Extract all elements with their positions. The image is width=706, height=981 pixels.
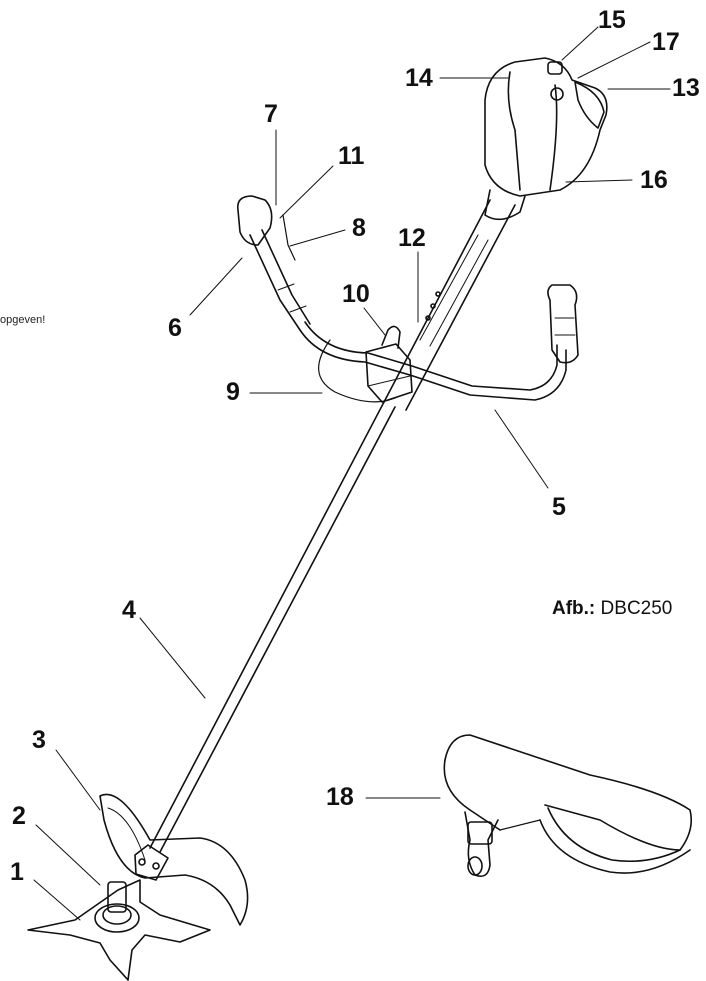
label-16: 16 bbox=[640, 166, 668, 194]
label-13: 13 bbox=[672, 74, 700, 102]
handlebar bbox=[299, 284, 579, 401]
label-1: 1 bbox=[10, 858, 24, 886]
label-5: 5 bbox=[552, 493, 566, 521]
upper-shaft bbox=[383, 199, 516, 411]
label-11: 11 bbox=[338, 142, 365, 170]
shoulder-harness bbox=[443, 734, 693, 878]
gear-head bbox=[134, 844, 169, 881]
handle-clamp bbox=[365, 325, 413, 403]
label-4: 4 bbox=[122, 596, 136, 624]
label-17: 17 bbox=[652, 28, 680, 56]
side-note: opgeven! bbox=[0, 314, 46, 326]
throttle-cable bbox=[318, 339, 396, 403]
caption-prefix: Afb.: bbox=[552, 598, 596, 619]
cutting-blade bbox=[27, 879, 211, 981]
label-6: 6 bbox=[168, 314, 182, 342]
throttle-grip bbox=[236, 195, 311, 331]
label-2: 2 bbox=[12, 802, 26, 830]
label-10: 10 bbox=[342, 280, 370, 308]
leader-lines bbox=[33, 26, 671, 921]
label-15: 15 bbox=[598, 6, 626, 34]
label-8: 8 bbox=[352, 214, 366, 242]
label-18: 18 bbox=[326, 783, 354, 811]
label-3: 3 bbox=[32, 726, 46, 754]
drive-shaft bbox=[149, 401, 396, 853]
label-7: 7 bbox=[264, 100, 278, 128]
label-14: 14 bbox=[405, 64, 433, 92]
engine-housing bbox=[484, 57, 608, 221]
label-12: 12 bbox=[398, 224, 426, 252]
label-9: 9 bbox=[226, 378, 240, 406]
caption-model: DBC250 bbox=[600, 598, 673, 619]
figure-caption: Afb.: DBC250 bbox=[552, 598, 672, 620]
blade-guard bbox=[99, 793, 249, 926]
